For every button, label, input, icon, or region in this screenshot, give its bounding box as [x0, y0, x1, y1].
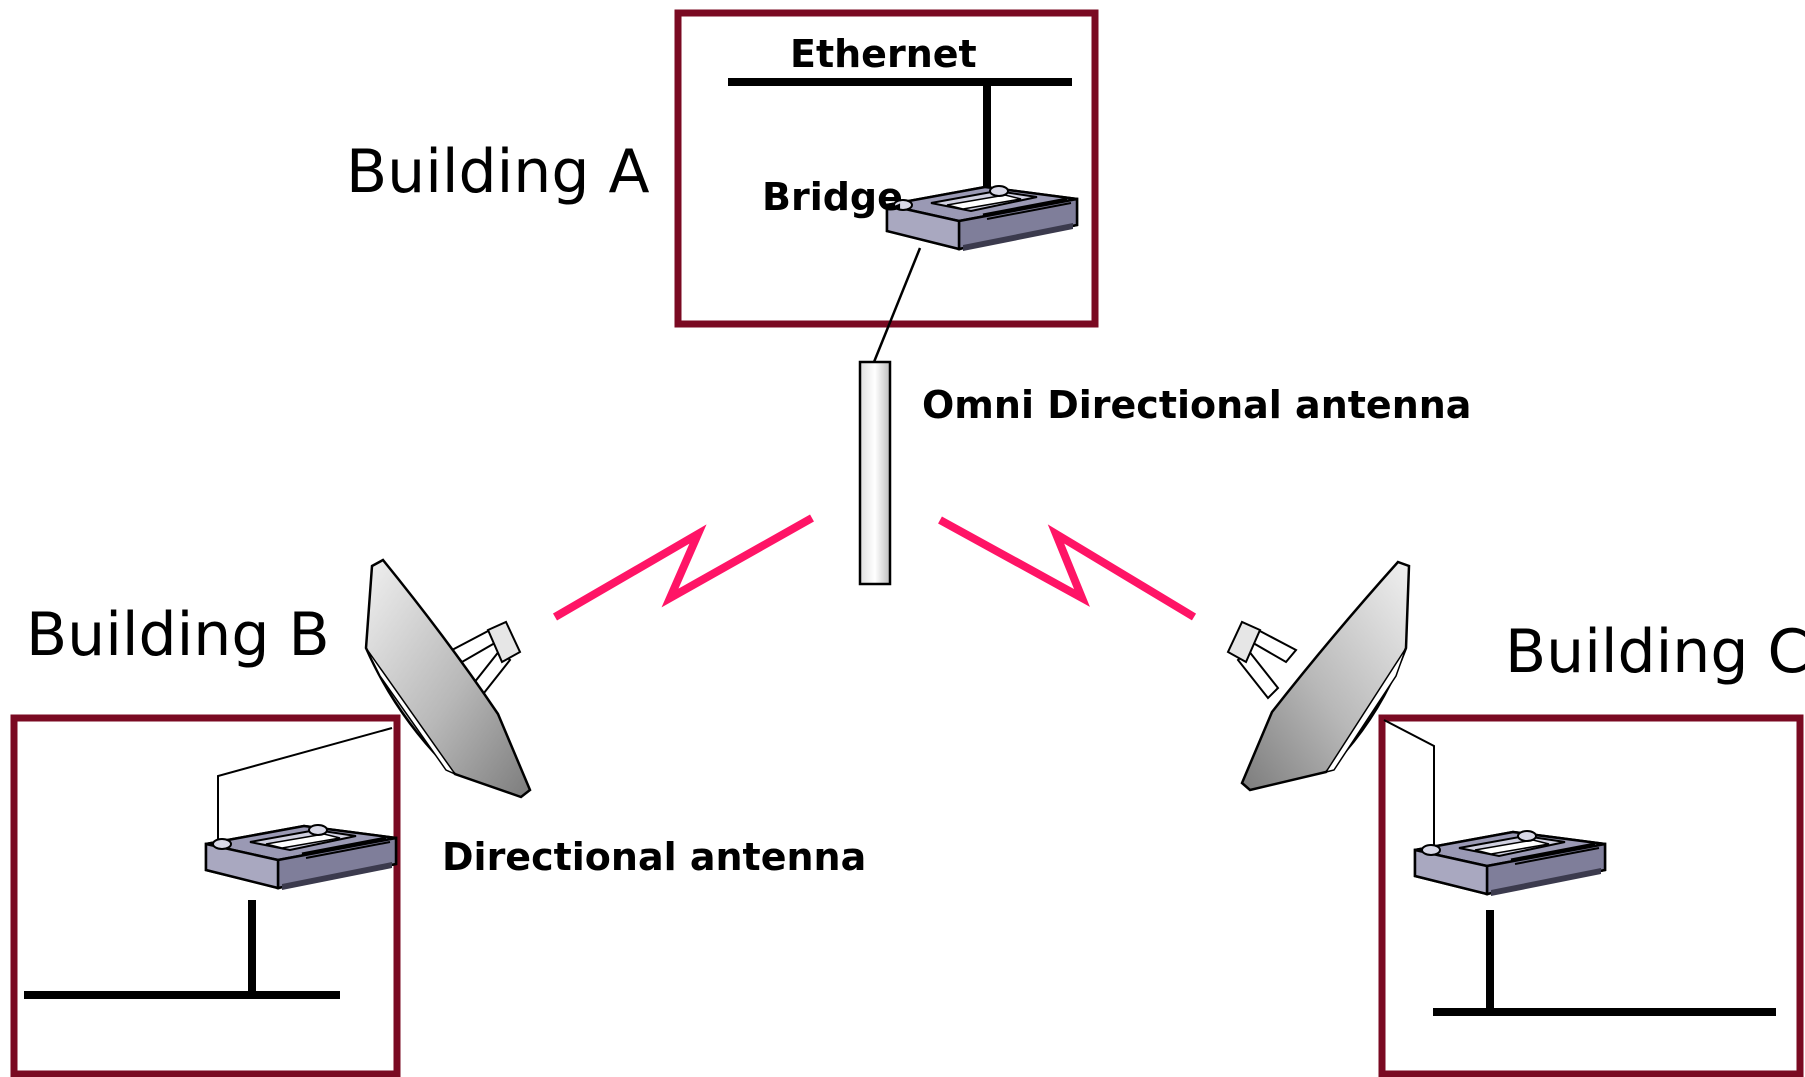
building-b-label: Building B [26, 600, 330, 670]
directional-antenna-label: Directional antenna [442, 835, 866, 879]
building-b [10, 714, 401, 1077]
bridge-icon-b [204, 823, 398, 892]
building-a [674, 9, 1099, 328]
omni-antenna-icon [858, 360, 892, 586]
building-a-label: Building A [346, 137, 650, 207]
dish-antenna-icon-c [1226, 560, 1411, 792]
building-a-frame [674, 9, 1099, 328]
dish-to-bridge-cable-c [1383, 719, 1435, 852]
dish-antenna-icon [364, 558, 532, 799]
building-c-label: Building C [1505, 617, 1805, 687]
building-c [1378, 714, 1804, 1077]
building-c-frame [1378, 714, 1804, 1077]
dish-to-bridge-cable-b [217, 727, 393, 844]
bridge-to-omni-cable [872, 247, 922, 363]
bridge-icon [885, 184, 1079, 253]
building-b-frame [10, 714, 401, 1077]
wireless-link-right [938, 516, 1197, 621]
bridge-icon-c [1413, 829, 1607, 898]
omni-antenna-label: Omni Directional antenna [922, 383, 1471, 427]
ethernet-label: Ethernet [790, 32, 977, 76]
bridge-label: Bridge [762, 175, 903, 219]
wireless-link-left [552, 514, 814, 621]
